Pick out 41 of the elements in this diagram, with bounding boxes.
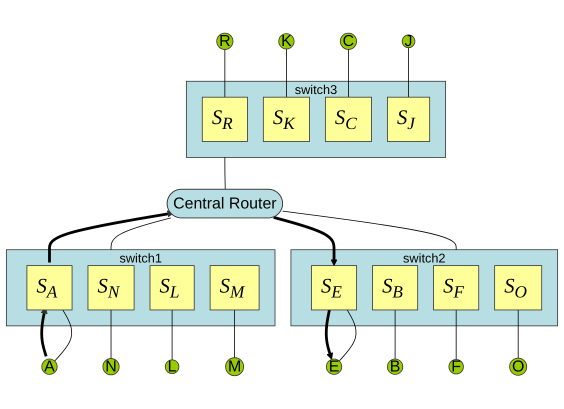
node-circle: R: [216, 33, 234, 50]
node-circle: M: [225, 358, 244, 377]
node-circle: J: [402, 35, 416, 49]
node-circle: K: [278, 34, 294, 50]
node-circle: A: [41, 359, 58, 376]
node-circle: B: [387, 359, 404, 376]
node-circle: E: [326, 359, 342, 376]
node-box: S$_{B}$: [372, 266, 418, 311]
node-circle: O: [509, 358, 528, 376]
connector: [518, 310, 519, 360]
node-box: S$_{L}$: [150, 266, 195, 311]
connector: [282, 211, 457, 251]
connector: [54, 310, 72, 362]
node-box: S$_{A}$: [26, 266, 72, 311]
connector: [286, 49, 287, 98]
node-circle: C: [340, 33, 357, 50]
connector: [348, 50, 349, 98]
connector: [408, 48, 409, 98]
connector: [338, 310, 356, 362]
node-box: S$_{O}$: [494, 266, 542, 311]
connector: [110, 310, 112, 360]
node-box: S$_{F}$: [433, 266, 480, 311]
connector: [110, 218, 172, 251]
node-box: S$_{N}$: [88, 266, 134, 311]
arrow: [48, 210, 174, 263]
connector: [224, 50, 226, 98]
node-box: S$_{R}$: [202, 97, 248, 142]
node-box: S$_{C}$: [324, 97, 372, 142]
node-box: S$_{K}$: [262, 97, 310, 142]
node-box: S$_{J}$: [387, 97, 430, 142]
node-circle: N: [102, 358, 120, 376]
connector: [456, 310, 457, 360]
connector: [224, 158, 226, 191]
arrow: [324, 310, 334, 360]
node-box: S$_{E}$: [311, 266, 358, 311]
connector: [234, 310, 235, 359]
node-circle: F: [448, 360, 464, 375]
node-circle: L: [164, 360, 180, 374]
connector: [394, 310, 396, 360]
node-box: S$_{M}$: [210, 266, 260, 311]
arrow: [273, 216, 338, 266]
